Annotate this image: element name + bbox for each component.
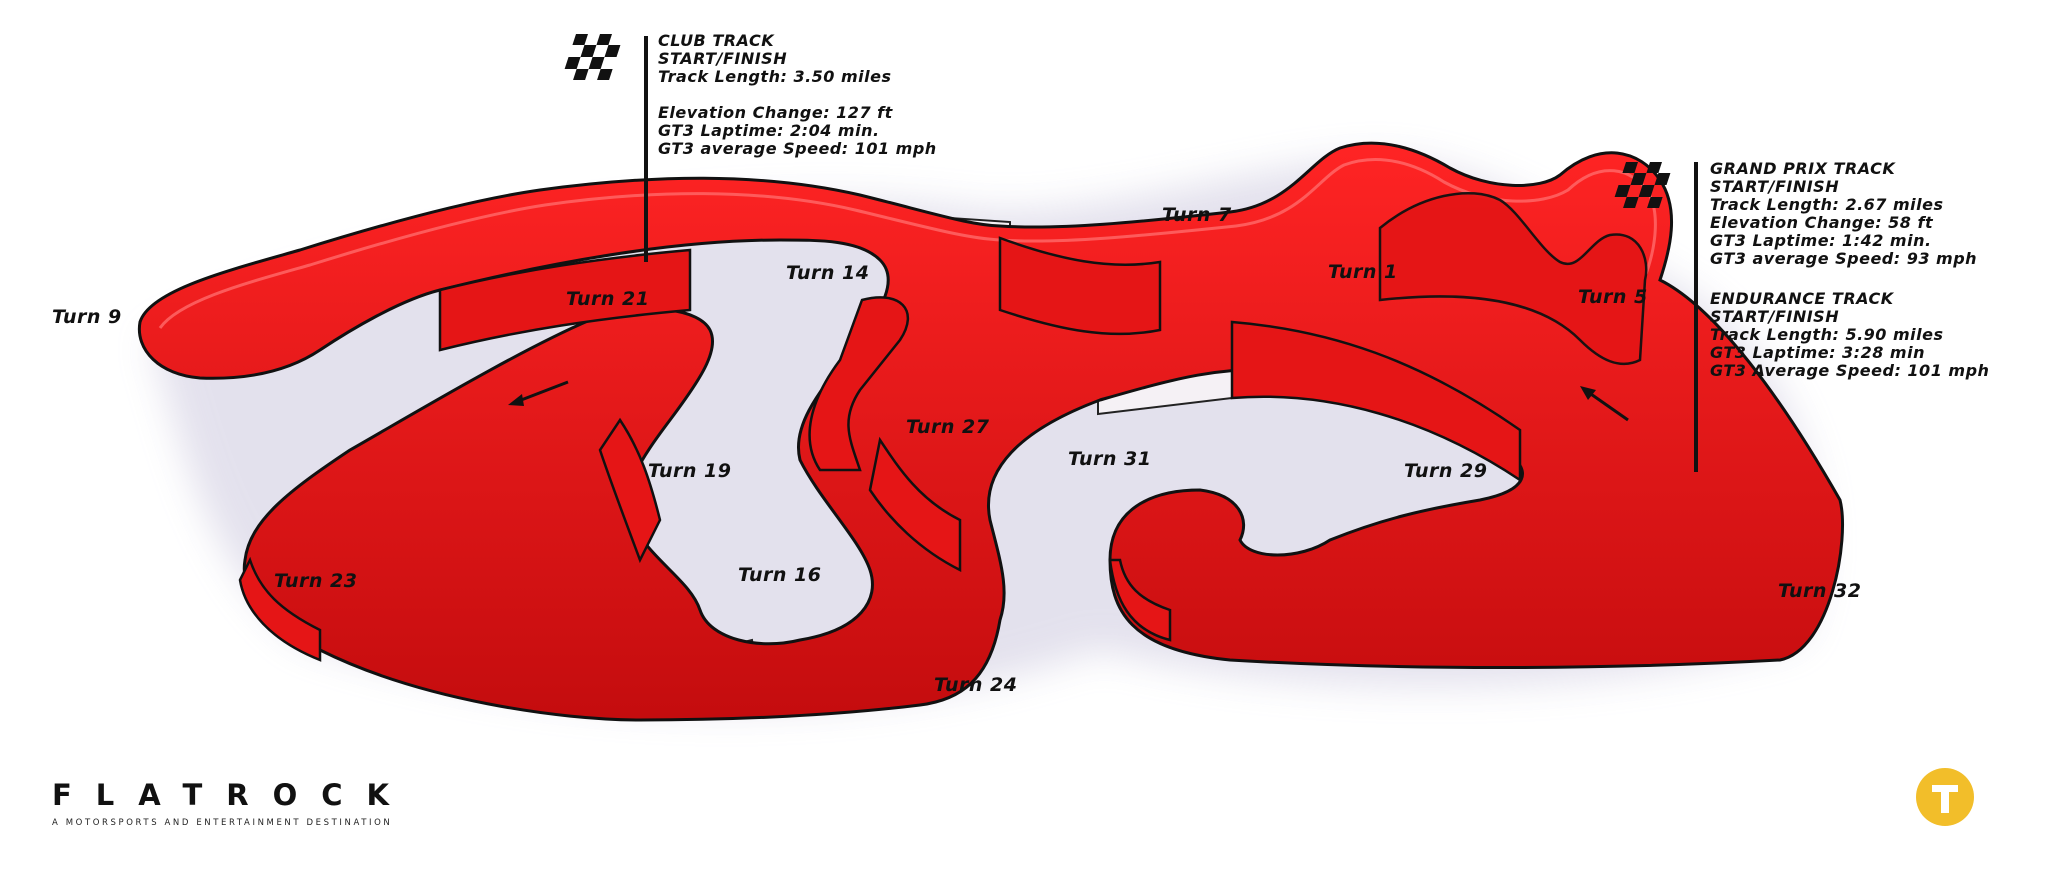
turn-27-label: Turn 27 — [906, 416, 990, 438]
club-track-start-finish: START/FINISH — [658, 49, 788, 68]
endurance-track-ribbon — [137, 141, 1844, 722]
brand-wordmark: FLATROCK — [52, 778, 414, 812]
grand-prix-speed: GT3 average Speed: 93 mph — [1710, 249, 1978, 268]
t-logo-icon — [1916, 768, 1974, 826]
endurance-laptime: GT3 Laptime: 3:28 min — [1710, 343, 1925, 362]
club-track-elevation: Elevation Change: 127 ft — [658, 103, 893, 122]
turn-14-label: Turn 14 — [786, 262, 870, 284]
turn-24-label: Turn 24 — [934, 674, 1018, 696]
turn-21-label: Turn 21 — [566, 288, 650, 310]
brand-tagline: A MOTORSPORTS AND ENTERTAINMENT DESTINAT… — [52, 818, 393, 828]
turn-9-label: Turn 9 — [52, 306, 122, 328]
club-track-info: CLUB TRACK START/FINISH Track Length: 3.… — [658, 32, 937, 158]
turn-23-label: Turn 23 — [274, 570, 358, 592]
endurance-start-finish: START/FINISH — [1710, 307, 1840, 326]
club-track-name: CLUB TRACK — [658, 31, 775, 50]
grand-prix-flag-pole — [1694, 162, 1698, 472]
club-track-flag-pole — [644, 36, 648, 262]
turn-19-label: Turn 19 — [648, 460, 732, 482]
checkered-flag-icon — [1614, 162, 1671, 208]
turn-29-label: Turn 29 — [1404, 460, 1488, 482]
endurance-length: Track Length: 5.90 miles — [1710, 325, 1944, 344]
checkered-flag-icon — [564, 34, 621, 80]
grand-prix-length: Track Length: 2.67 miles — [1710, 195, 1944, 214]
club-track-speed: GT3 average Speed: 101 mph — [658, 139, 937, 158]
grand-prix-start-finish: START/FINISH — [1710, 177, 1840, 196]
turn-1-label: Turn 1 — [1328, 261, 1398, 283]
club-track-length: Track Length: 3.50 miles — [658, 67, 892, 86]
club-track-laptime: GT3 Laptime: 2:04 min. — [658, 121, 880, 140]
grand-prix-track-name: GRAND PRIX TRACK — [1710, 159, 1896, 178]
turn-16-label: Turn 16 — [738, 564, 822, 586]
turn-7-label: Turn 7 — [1162, 204, 1232, 226]
direction-arrow-icon — [508, 380, 569, 406]
endurance-track-info: ENDURANCE TRACK START/FINISH Track Lengt… — [1710, 290, 1989, 380]
grand-prix-laptime: GT3 Laptime: 1:42 min. — [1710, 231, 1932, 250]
direction-arrow-icon — [1580, 386, 1629, 422]
endurance-track-name: ENDURANCE TRACK — [1710, 289, 1894, 308]
turn-5-label: Turn 5 — [1578, 286, 1648, 308]
inner-track-walls — [238, 192, 1648, 662]
grand-prix-elevation: Elevation Change: 58 ft — [1710, 213, 1934, 232]
turn-32-label: Turn 32 — [1778, 580, 1862, 602]
endurance-speed: GT3 Average Speed: 101 mph — [1710, 361, 1990, 380]
grand-prix-track-info: GRAND PRIX TRACK START/FINISH Track Leng… — [1710, 160, 1977, 268]
turn-31-label: Turn 31 — [1068, 448, 1152, 470]
